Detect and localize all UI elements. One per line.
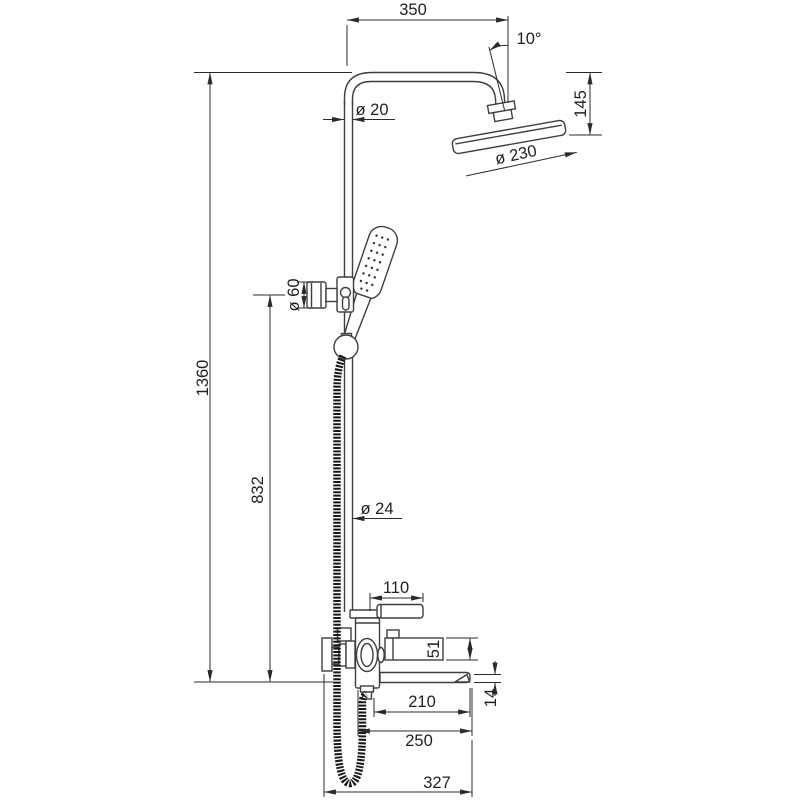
dim-350-label: 350 <box>399 1 427 19</box>
dim-832-label: 832 <box>249 476 267 504</box>
hand-shower-holder <box>306 276 355 313</box>
dim-top-width: 350 <box>346 1 509 103</box>
dim-dia20-label: ø 20 <box>355 101 388 119</box>
dim-base-width: 327 <box>323 674 473 797</box>
dim-spout-thickness: 14 <box>474 661 501 707</box>
dim-total-height: 1360 <box>194 72 213 682</box>
hand-shower-spray-face <box>359 234 390 292</box>
dim-holder-knob-diameter: ø 60 <box>285 278 313 312</box>
dimension-lines: 1360 832 350 10° 145 <box>194 1 602 797</box>
dim-210-label: 210 <box>408 693 436 711</box>
dim-spout-overall-reach: 250 <box>357 688 473 750</box>
spout-aerator <box>452 673 471 683</box>
mixer-lever <box>376 603 424 619</box>
dim-10deg-label: 10° <box>517 30 542 48</box>
dim-pipe-diameter-lower: ø 24 <box>352 500 402 522</box>
dim-head-angle: 10° <box>488 30 542 111</box>
shower-column-assembly <box>306 71 567 788</box>
dim-diverter-height: 51 <box>425 637 478 661</box>
hose-connector-ball <box>333 332 359 360</box>
dim-spout-reach: 210 <box>373 688 471 717</box>
spout <box>379 671 471 684</box>
dim-pipe-diameter-top: ø 20 <box>323 101 395 123</box>
hand-shower <box>341 225 399 345</box>
shower-head-mount <box>486 100 517 123</box>
dim-110-label: 110 <box>383 579 409 597</box>
shower-hose <box>333 354 369 788</box>
dim-145-label: 145 <box>572 90 590 118</box>
overhead-shower-head <box>451 119 567 155</box>
mixer-body <box>349 603 471 700</box>
dim-lever-length: 110 <box>369 579 424 611</box>
dim-dia24-label: ø 24 <box>360 500 393 518</box>
dim-51-label: 51 <box>425 640 443 658</box>
dim-250-label: 250 <box>405 732 433 750</box>
dim-1360-label: 1360 <box>194 360 212 397</box>
dim-hand-shower-height: 832 <box>249 294 285 682</box>
diverter-outlet-box <box>384 629 444 661</box>
dim-14-label: 14 <box>482 689 500 707</box>
dim-327-label: 327 <box>423 774 451 792</box>
holder-knob <box>306 281 338 309</box>
dim-head-drop: 145 <box>566 72 602 136</box>
riser-pipe <box>343 71 506 612</box>
dim-dia60-label: ø 60 <box>285 278 303 311</box>
